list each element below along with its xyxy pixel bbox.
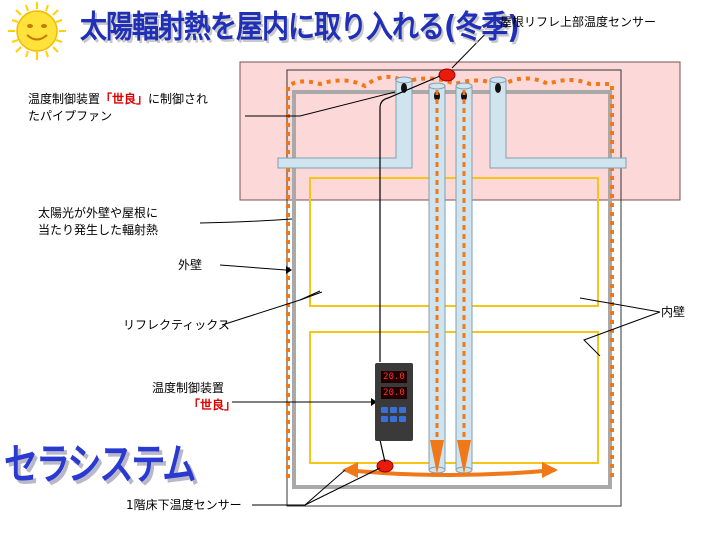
inner-wall-upper: [309, 177, 599, 307]
sun-icon: [8, 2, 66, 60]
controller-button-icon: [399, 407, 406, 413]
controller-button-icon: [390, 407, 397, 413]
label-outer-wall: 外壁: [178, 258, 203, 272]
controller-button-icon: [381, 407, 388, 413]
label-pipe-fan-post: に制御され: [148, 92, 209, 106]
label-pipe-fan-pre: 温度制御装置: [28, 92, 101, 106]
label-controller-line2: 「世良」: [188, 398, 237, 412]
brand-logo-text: セラシステム: [4, 440, 196, 490]
controller-display-bottom: 20.0: [381, 387, 407, 399]
label-solar-line2: 当たり発生した輻射熱: [38, 223, 159, 237]
airflow-arrows: [435, 90, 466, 440]
label-solar-line1: 太陽光が外壁や屋根に: [38, 206, 159, 220]
label-pipe-fan-line2: たパイプファン: [28, 109, 113, 123]
controller-button-icon: [390, 416, 397, 422]
label-floor-sensor: 1階床下温度センサー: [126, 498, 242, 512]
controller-buttons: [381, 407, 407, 423]
roof-temperature-sensor: [438, 68, 456, 82]
label-inner-wall: 内壁: [661, 305, 686, 319]
floor-heat-spread-arrow: [342, 462, 558, 478]
pipe-system: [277, 76, 627, 474]
outer-wall: [292, 90, 612, 489]
leader-lines: [199, 21, 661, 506]
airflow-arrow-head-right: [457, 440, 471, 474]
controller-display-top: 20.0: [381, 371, 407, 383]
label-reflectix: リフレクティックス: [123, 318, 230, 332]
control-wires: [379, 75, 441, 463]
controller-button-icon: [399, 416, 406, 422]
label-roof-sensor: 屋根リフレ上部温度センサー: [500, 15, 657, 29]
inner-wall-lower: [309, 331, 599, 464]
airflow-arrow-head-left: [430, 440, 444, 474]
label-pipe-fan-line1: 温度制御装置「世良」に制御され: [28, 92, 208, 107]
controller-button-icon: [381, 416, 388, 422]
page-title: 太陽輻射熱を屋内に取り入れる(冬季): [80, 10, 520, 46]
label-pipe-fan-red: 「世良」: [100, 92, 149, 106]
label-controller-line1: 温度制御装置: [152, 381, 225, 395]
leader-arrow-tips: [286, 266, 377, 406]
temperature-controller-device: 20.0 20.0: [375, 363, 413, 441]
